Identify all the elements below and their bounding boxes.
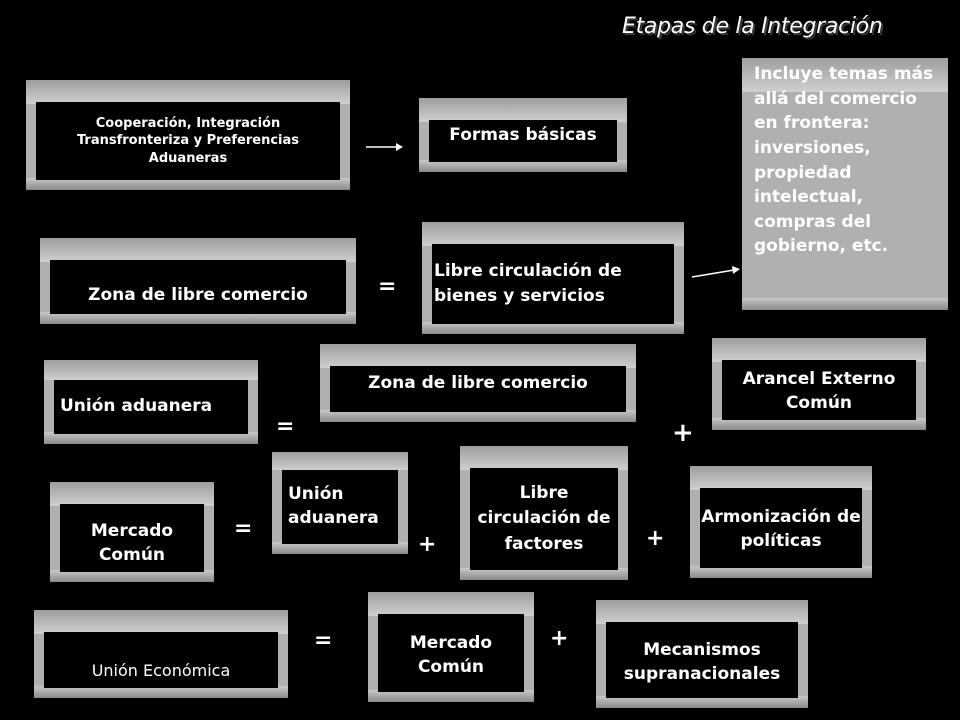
page-title: Etapas de la Integración [622,14,883,39]
box-mecanismos-supranacionales: Mecanismos supranacionales [596,600,808,708]
box-cooperacion: Cooperación, Integración Transfronteriza… [26,80,350,190]
box-union-aduanera-2: Unión aduanera [272,452,408,554]
box-libre-circulacion-factores: Libre circulación de factores [460,446,628,580]
equals-4: = [314,628,333,653]
box-libre-circulacion-factores-label: Libre circulación de factores [470,468,618,570]
box-arancel-externo-comun-label: Arancel Externo Común [722,360,916,420]
box-zona-libre-comercio-1: Zona de libre comercio [40,238,356,324]
box-armonizacion-politicas: Armonización de políticas [690,466,872,578]
equals-2: = [276,414,295,439]
box-mercado-comun-2-label: Mercado Común [378,614,524,692]
plus-1: + [672,418,694,448]
arrow-right-icon [691,266,740,278]
box-incluye-temas: Incluye temas más allá del comercio en f… [742,58,948,310]
box-cooperacion-label: Cooperación, Integración Transfronteriza… [36,102,340,180]
box-union-economica-label: Unión Económica [44,632,278,688]
box-mercado-comun-2: Mercado Común [368,592,534,702]
box-mecanismos-supranacionales-label: Mecanismos supranacionales [606,622,798,698]
box-incluye-temas-label: Incluye temas más allá del comercio en f… [754,64,934,257]
plus-3: + [646,526,665,551]
equals-1: = [378,274,397,299]
box-mercado-comun-1-label: Mercado Común [60,504,204,572]
box-union-economica: Unión Económica [34,610,288,698]
box-zona-libre-comercio-2: Zona de libre comercio [320,344,636,422]
box-libre-circulacion-bienes-label: Libre circulación de bienes y servicios [432,244,674,324]
plus-4: + [550,626,569,651]
box-union-aduanera-1: Unión aduanera [44,360,258,444]
box-union-aduanera-1-label: Unión aduanera [54,380,248,434]
plus-2: + [418,532,437,557]
box-mercado-comun-1: Mercado Común [50,482,214,582]
box-libre-circulacion-bienes: Libre circulación de bienes y servicios [422,222,684,334]
box-formas-basicas: Formas básicas [419,98,627,172]
arrow-right-icon [366,143,403,151]
box-formas-basicas-label: Formas básicas [429,120,617,162]
box-union-aduanera-2-label: Unión aduanera [282,470,398,544]
equals-3: = [234,516,253,541]
box-zona-libre-comercio-1-label: Zona de libre comercio [50,260,346,314]
box-armonizacion-politicas-label: Armonización de políticas [700,488,862,568]
box-zona-libre-comercio-2-label: Zona de libre comercio [330,366,626,412]
box-arancel-externo-comun: Arancel Externo Común [712,338,926,430]
